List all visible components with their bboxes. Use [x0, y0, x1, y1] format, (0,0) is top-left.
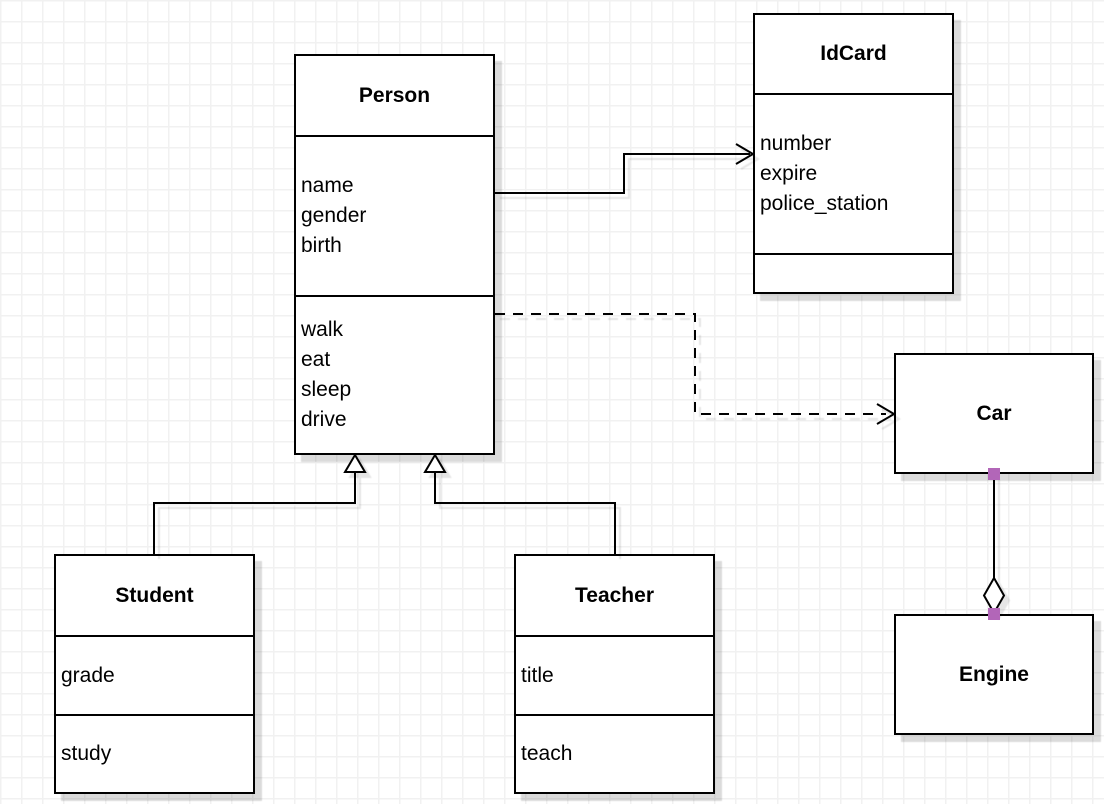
- class-title: IdCard: [820, 42, 887, 65]
- method-item: sleep: [301, 378, 352, 401]
- class-box-car[interactable]: Car: [894, 353, 1094, 474]
- hollow-diamond-arrowhead: [982, 575, 1006, 616]
- class-title: Engine: [958, 662, 1029, 686]
- attributes-section: number expire police_station: [755, 93, 952, 253]
- class-box-idcard[interactable]: IdCard number expire police_station: [753, 13, 954, 294]
- method-item: walk: [301, 318, 344, 341]
- attribute-item: grade: [61, 663, 115, 687]
- class-box-student[interactable]: Student grade study: [54, 554, 255, 794]
- method-item: teach: [521, 742, 573, 765]
- method-item: drive: [301, 408, 347, 431]
- class-title: Student: [115, 583, 194, 607]
- class-title: Person: [358, 83, 431, 107]
- attribute-item: name: [301, 174, 354, 197]
- attribute-item: birth: [301, 234, 342, 257]
- association-person-idcard[interactable]: [495, 143, 755, 194]
- attribute-item: number: [760, 132, 832, 155]
- methods-section: study: [56, 714, 253, 792]
- methods-section: teach: [516, 714, 713, 792]
- generalization-teacher-person[interactable]: [423, 453, 616, 554]
- attribute-item: title: [521, 663, 554, 687]
- attributes-section: name gender birth: [296, 135, 493, 295]
- class-box-person[interactable]: Person name gender birth walk eat sleep …: [294, 54, 495, 455]
- hollow-triangle-arrowhead: [423, 453, 447, 473]
- class-title: Car: [976, 401, 1012, 425]
- dependency-person-car[interactable]: [495, 313, 896, 425]
- class-box-teacher[interactable]: Teacher title teach: [514, 554, 715, 794]
- class-box-engine[interactable]: Engine: [894, 614, 1094, 735]
- attributes-section: title: [516, 635, 713, 714]
- generalization-student-person[interactable]: [153, 453, 367, 554]
- methods-section: walk eat sleep drive: [296, 295, 493, 453]
- method-item: eat: [301, 348, 331, 371]
- aggregation-car-engine[interactable]: [982, 474, 1006, 616]
- method-item: study: [61, 742, 112, 765]
- attributes-section: grade: [56, 635, 253, 714]
- hollow-triangle-arrowhead: [343, 453, 367, 473]
- class-title: Teacher: [575, 583, 654, 607]
- attribute-item: police_station: [760, 192, 889, 215]
- attribute-item: gender: [301, 204, 367, 227]
- attribute-item: expire: [760, 162, 818, 185]
- open-arrowhead: [876, 403, 896, 425]
- open-arrowhead: [735, 143, 755, 165]
- methods-section-empty: [755, 253, 952, 292]
